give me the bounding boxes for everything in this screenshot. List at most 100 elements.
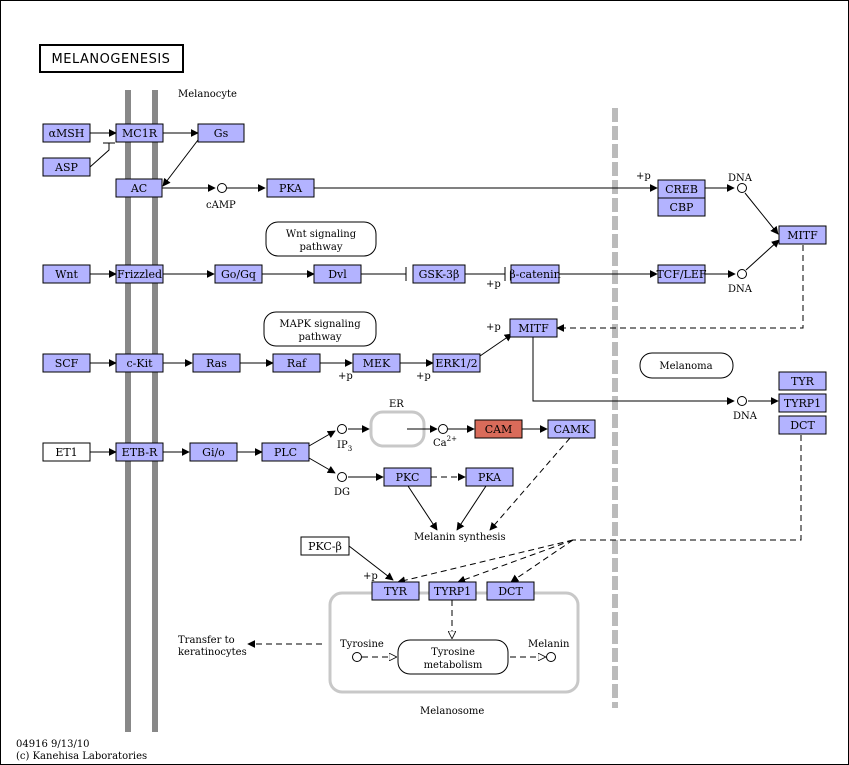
edge-pkc-melanin [407, 485, 438, 531]
edge-plc-ip3 [308, 430, 336, 447]
gene-node-label-mc1r: MC1R [122, 127, 158, 140]
dna-compound-1[interactable] [737, 183, 747, 193]
wnt-pathway-link[interactable]: Wnt signaling pathway [265, 221, 377, 257]
gene-node-gogq[interactable]: Go/Gq [214, 264, 263, 284]
ip3-compound[interactable] [337, 424, 347, 434]
tyrosine-metabolism-line1: Tyrosine [431, 647, 475, 658]
gene-node-label-mitf2: MITF [518, 322, 549, 335]
gene-node-box-cbp [657, 197, 706, 217]
tyrosine-compound[interactable] [352, 652, 362, 662]
gene-node-label-gogq: Go/Gq [221, 268, 256, 281]
camp-compound[interactable] [217, 183, 227, 193]
gene-node-creb[interactable]: CREB [657, 179, 706, 199]
gene-node-tyrp1a[interactable]: TYRP1 [428, 581, 477, 601]
gene-node-ras[interactable]: Ras [192, 353, 241, 373]
gene-node-etbr[interactable]: ETB-R [115, 442, 164, 462]
gene-node-erk[interactable]: ERK1/2 [432, 353, 481, 373]
gene-node-box-frizzled [115, 264, 164, 284]
gene-node-scf[interactable]: SCF [42, 353, 91, 373]
phospho-tyr: +p [363, 571, 378, 582]
tyrosine-label: Tyrosine [340, 639, 384, 650]
gene-node-gs[interactable]: Gs [197, 123, 245, 143]
gene-node-box-pka2 [465, 467, 514, 487]
dg-compound[interactable] [337, 472, 347, 482]
edge-pkcb-tyr [348, 545, 394, 581]
phospho-mitf: +p [486, 322, 501, 333]
er-label: ER [389, 399, 404, 410]
gene-node-label-ckit: c-Kit [126, 357, 153, 370]
gene-node-label-gsk3b: GSK-3β [419, 268, 460, 281]
ca-compound[interactable] [438, 424, 448, 434]
footer-id-date: 04916 9/13/10 [16, 739, 90, 750]
gene-node-tyrp1b[interactable]: TYRP1 [778, 393, 827, 413]
gene-node-label-erk: ERK1/2 [435, 357, 477, 370]
gene-node-asp[interactable]: ASP [42, 157, 91, 177]
footer-copyright: (c) Kanehisa Laboratories [16, 751, 147, 762]
gene-node-label-frizzled: Frizzled [117, 268, 162, 281]
gene-node-camk[interactable]: CAMK [547, 419, 596, 439]
gene-node-box-tyr2 [778, 371, 827, 391]
gene-node-gsk3b[interactable]: GSK-3β [412, 264, 466, 284]
gene-node-mc1r[interactable]: MC1R [115, 123, 164, 143]
camp-label: cAMP [206, 200, 236, 211]
dna-compound-3[interactable] [737, 396, 747, 406]
edge-dna-mitf [744, 192, 779, 235]
gene-node-box-scf [42, 353, 91, 373]
gene-node-pkcb[interactable]: PKC-β [300, 536, 350, 556]
gene-node-box-camk [547, 419, 596, 439]
gene-node-cam[interactable]: CAM [474, 419, 523, 439]
melanoma-pathway-link[interactable]: Melanoma [639, 352, 734, 379]
gene-node-box-pkcb [300, 536, 350, 556]
gene-node-tcflef[interactable]: TCF/LEF [656, 264, 707, 284]
gene-node-tyr2[interactable]: TYR [778, 371, 827, 391]
gene-node-mek[interactable]: MEK [352, 353, 401, 373]
gene-node-wnt[interactable]: Wnt [42, 264, 91, 284]
gene-node-box-tyrp1a [428, 581, 477, 601]
gene-node-bcatenin[interactable]: β-catenin [509, 264, 561, 284]
gene-node-pkc[interactable]: PKC [383, 467, 432, 487]
gene-node-box-ckit [115, 353, 164, 373]
gene-node-pka2[interactable]: PKA [465, 467, 514, 487]
gene-node-tyr1[interactable]: TYR [371, 581, 420, 601]
gene-node-label-dct2: DCT [790, 419, 815, 432]
gene-node-mitf1[interactable]: MITF [778, 225, 827, 245]
gene-node-label-dvl: Dvl [328, 268, 347, 281]
phospho-bcatenin: +p [486, 279, 501, 290]
gene-node-frizzled[interactable]: Frizzled [115, 264, 164, 284]
gene-node-amsh[interactable]: αMSH [42, 123, 91, 143]
mapk-pathway-link[interactable]: MAPK signaling pathway [263, 311, 377, 347]
gene-node-box-tyr1 [371, 581, 420, 601]
gene-node-gio[interactable]: Gi/o [189, 442, 238, 462]
gene-node-ckit[interactable]: c-Kit [115, 353, 164, 373]
gene-node-et1[interactable]: ET1 [42, 442, 91, 462]
ca-sup: 2+ [447, 435, 457, 443]
gene-node-mitf2[interactable]: MITF [509, 318, 558, 338]
gene-node-box-mc1r [115, 123, 164, 143]
melanoma-label: Melanoma [659, 361, 712, 372]
transfer-label-line1: Transfer to [178, 635, 235, 646]
gene-node-dct2[interactable]: DCT [778, 415, 827, 435]
gene-node-cbp[interactable]: CBP [657, 197, 706, 217]
gene-node-box-et1 [42, 442, 91, 462]
gene-node-label-pkcb: PKC-β [308, 540, 342, 553]
edge-dct-dashed [573, 435, 802, 541]
gene-node-plc[interactable]: PLC [261, 442, 310, 462]
melanin-compound[interactable] [546, 652, 556, 662]
gene-node-box-plc [261, 442, 310, 462]
ip3-main: IP [337, 440, 348, 451]
dna-compound-2[interactable] [737, 269, 747, 279]
gene-node-raf[interactable]: Raf [272, 353, 321, 373]
gene-node-pka1[interactable]: PKA [266, 178, 315, 198]
gene-node-label-wnt: Wnt [55, 268, 78, 281]
gene-node-dct1[interactable]: DCT [486, 581, 535, 601]
tyrosine-metabolism-link[interactable]: Tyrosine metabolism [397, 639, 509, 675]
gene-node-dvl[interactable]: Dvl [313, 264, 362, 284]
ca-label: Ca2+ [433, 435, 457, 449]
gene-node-box-cam [474, 419, 523, 439]
gene-node-label-amsh: αMSH [49, 127, 85, 140]
gene-node-box-bcatenin [510, 264, 560, 284]
gene-node-ac[interactable]: AC [115, 178, 163, 198]
gene-node-box-tcflef [657, 264, 706, 284]
gene-node-box-gogq [214, 264, 263, 284]
